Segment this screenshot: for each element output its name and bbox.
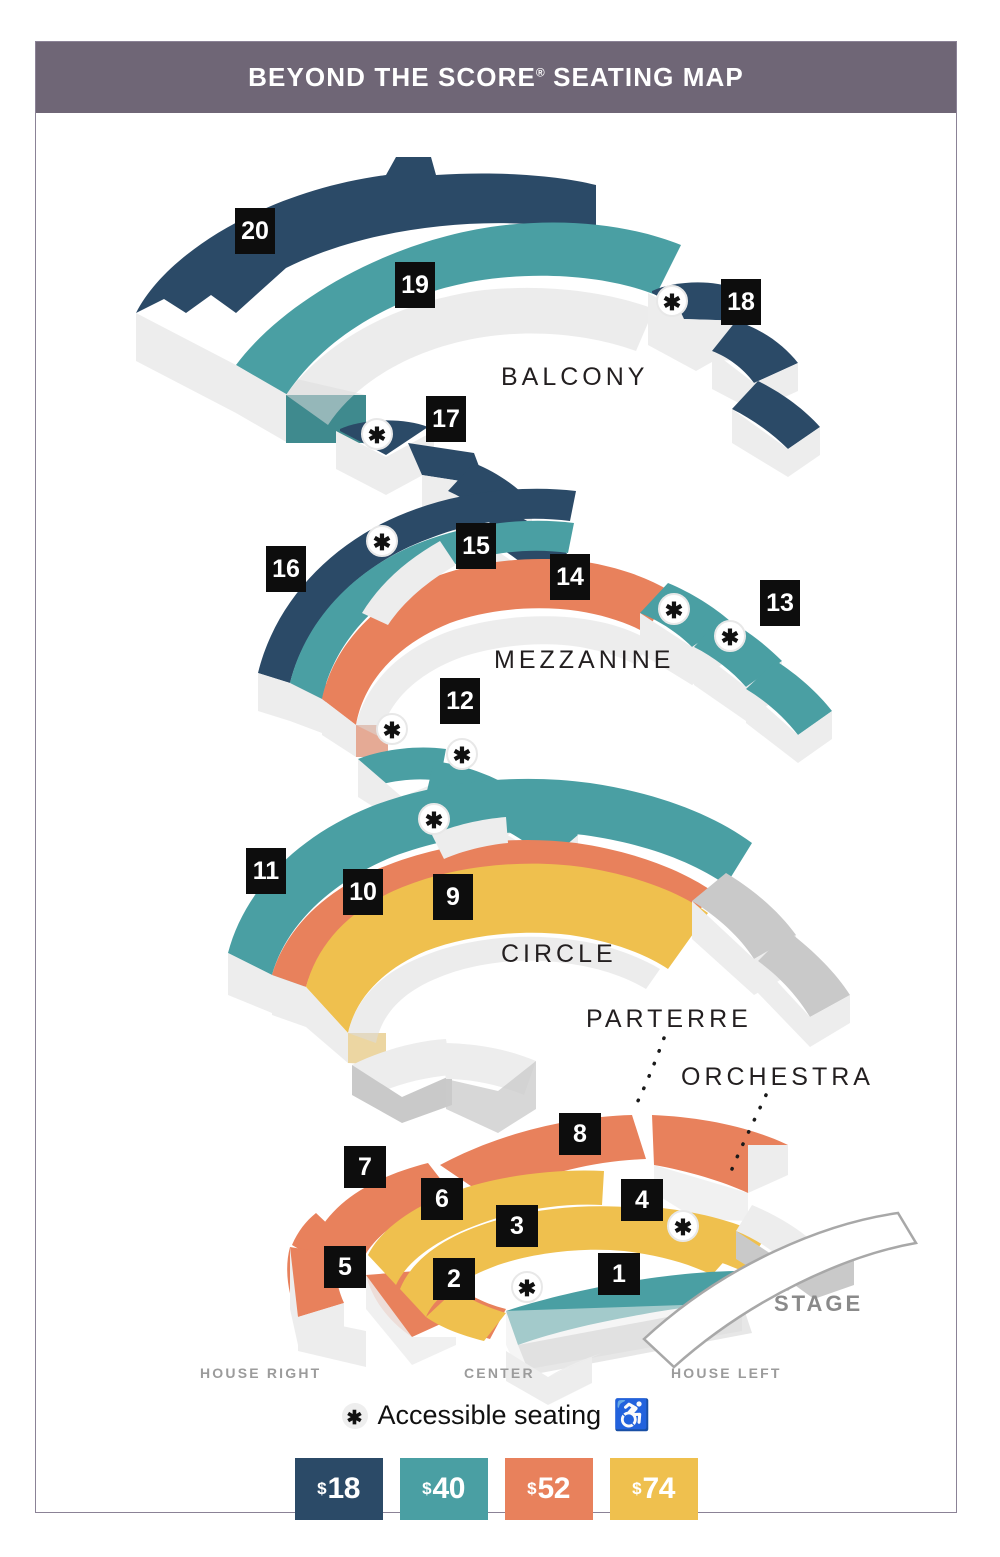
- stage-label: STAGE: [774, 1291, 864, 1316]
- registered-trademark-icon: ®: [535, 65, 545, 80]
- price-currency: $: [422, 1479, 432, 1498]
- price-amount: 52: [537, 1472, 571, 1505]
- section-chip-5[interactable]: 5: [324, 1246, 366, 1288]
- orientation-center: CENTER: [464, 1365, 535, 1381]
- section-chip-18[interactable]: 18: [721, 279, 761, 325]
- tier-label-parterre: PARTERRE: [586, 1005, 752, 1033]
- price-swatch-52[interactable]: $52: [504, 1458, 593, 1520]
- section-chip-4[interactable]: 4: [621, 1179, 663, 1221]
- seating-map-canvas: .navy{fill:#2b4a67} .navyS{fill:#24405a}…: [36, 113, 956, 1520]
- section-chip-11[interactable]: 11: [246, 848, 286, 894]
- page-title-suffix: SEATING MAP: [544, 62, 744, 92]
- section-chip-7[interactable]: 7: [344, 1146, 386, 1188]
- section-chip-6[interactable]: 6: [421, 1178, 463, 1220]
- price-currency: $: [527, 1479, 537, 1498]
- section-chip-1[interactable]: 1: [598, 1253, 640, 1295]
- section-chip-10[interactable]: 10: [343, 869, 383, 915]
- section-chip-9[interactable]: 9: [433, 874, 473, 920]
- accessible-marker-balcony-right[interactable]: ✱: [656, 285, 688, 317]
- section-chip-20[interactable]: 20: [235, 208, 275, 254]
- section-chip-12[interactable]: 12: [440, 678, 480, 724]
- page-title-bar: BEYOND THE SCORE® SEATING MAP: [36, 42, 956, 113]
- page-title: BEYOND THE SCORE® SEATING MAP: [248, 62, 744, 93]
- price-amount: 40: [432, 1472, 466, 1505]
- leader-lines: [632, 1036, 768, 1171]
- accessible-marker-mezzanine-bottom-1[interactable]: ✱: [376, 713, 408, 745]
- accessible-marker-mezzanine-topleft[interactable]: ✱: [366, 525, 398, 557]
- price-currency: $: [317, 1479, 327, 1498]
- seating-map-card: BEYOND THE SCORE® SEATING MAP .navy{fill…: [35, 41, 957, 1520]
- tier-label-balcony: BALCONY: [501, 363, 649, 391]
- accessible-legend-text: Accessible seating: [377, 1400, 602, 1430]
- section-chip-17[interactable]: 17: [426, 396, 466, 442]
- price-legend: $18 $40 $52 $74: [36, 1458, 956, 1520]
- tier-label-orchestra: ORCHESTRA: [681, 1063, 874, 1091]
- section-chip-3[interactable]: 3: [496, 1205, 538, 1247]
- page-title-main: BEYOND THE SCORE: [248, 62, 536, 92]
- price-amount: 74: [642, 1472, 676, 1505]
- section-chip-19[interactable]: 19: [395, 262, 435, 308]
- wheelchair-icon: ♿: [613, 1398, 651, 1432]
- accessible-marker-circle-top[interactable]: ✱: [418, 803, 450, 835]
- accessible-legend-marker: ✱: [341, 1402, 368, 1429]
- price-amount: 18: [327, 1472, 361, 1505]
- accessible-marker-orchestra-center[interactable]: ✱: [511, 1271, 543, 1303]
- accessible-marker-orchestra-right[interactable]: ✱: [667, 1210, 699, 1242]
- price-swatch-74[interactable]: $74: [609, 1458, 698, 1520]
- price-swatch-18[interactable]: $18: [294, 1458, 383, 1520]
- section-chip-8[interactable]: 8: [559, 1113, 601, 1155]
- accessible-marker-mezzanine-right-2[interactable]: ✱: [714, 620, 746, 652]
- price-currency: $: [632, 1479, 642, 1498]
- price-swatch-40[interactable]: $40: [399, 1458, 488, 1520]
- accessible-marker-balcony-left[interactable]: ✱: [361, 418, 393, 450]
- tier-label-circle: CIRCLE: [501, 940, 617, 968]
- section-chip-14[interactable]: 14: [550, 554, 590, 600]
- tier-label-mezzanine: MEZZANINE: [494, 646, 675, 674]
- accessible-marker-mezzanine-right-1[interactable]: ✱: [658, 593, 690, 625]
- section-chip-16[interactable]: 16: [266, 546, 306, 592]
- accessible-marker-mezzanine-bottom-2[interactable]: ✱: [446, 738, 478, 770]
- orientation-house-left: HOUSE LEFT: [671, 1365, 782, 1381]
- section-chip-13[interactable]: 13: [760, 580, 800, 626]
- accessible-seating-legend: ✱ Accessible seating ♿: [36, 1400, 956, 1431]
- orientation-house-right: HOUSE RIGHT: [200, 1365, 322, 1381]
- section-chip-2[interactable]: 2: [433, 1258, 475, 1300]
- section-chip-15[interactable]: 15: [456, 523, 496, 569]
- asterisk-icon: ✱: [346, 1408, 363, 1429]
